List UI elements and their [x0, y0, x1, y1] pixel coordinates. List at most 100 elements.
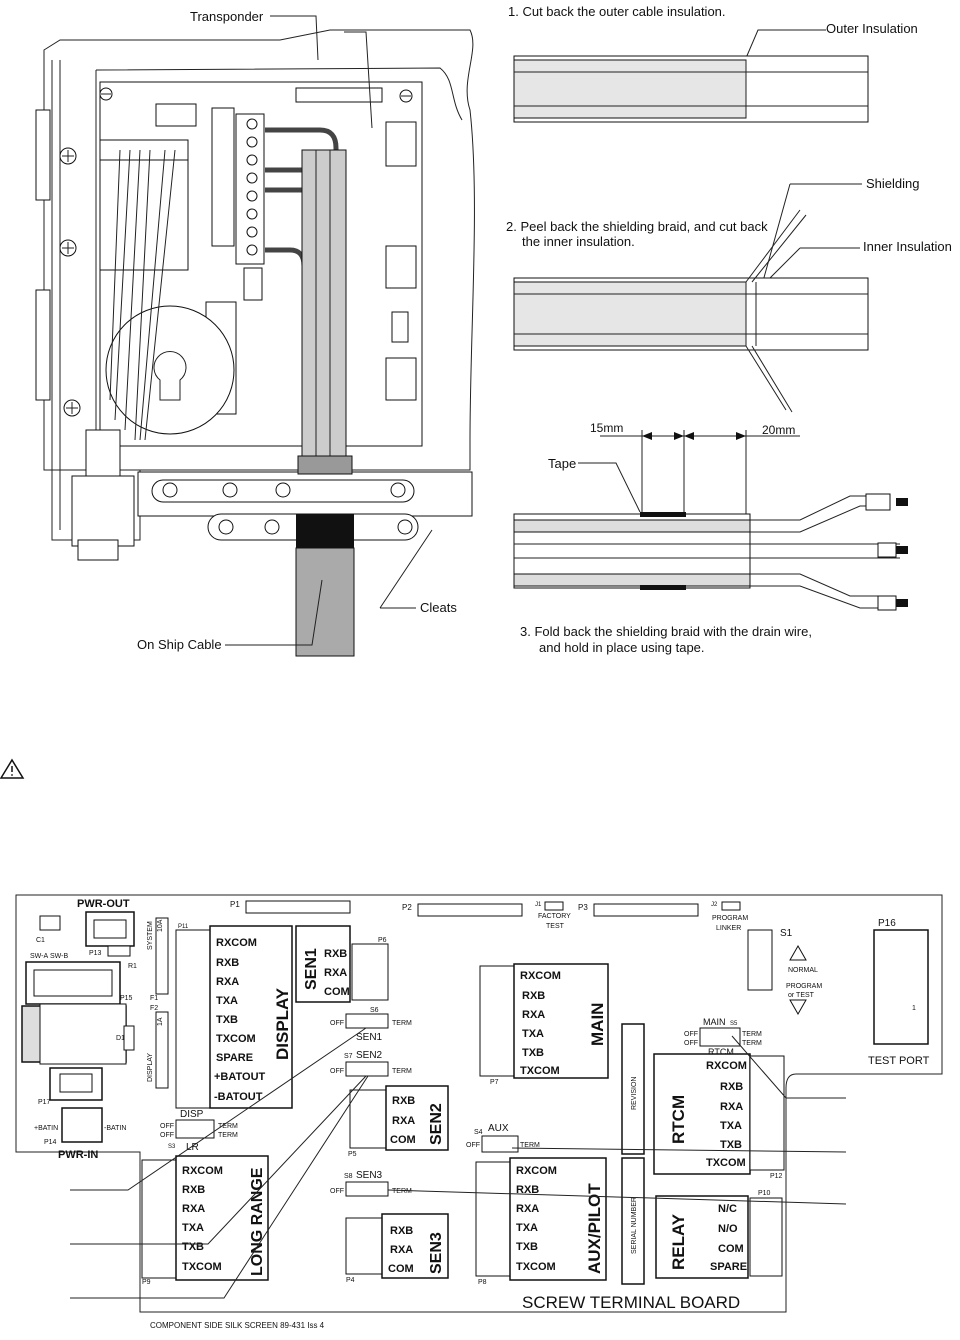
- svg-text:TXB: TXB: [522, 1047, 544, 1059]
- svg-text:RTCM: RTCM: [708, 1047, 734, 1057]
- svg-text:SPARE: SPARE: [216, 1052, 253, 1064]
- svg-text:RXA: RXA: [720, 1101, 743, 1113]
- svg-text:P3: P3: [578, 903, 588, 912]
- svg-text:TXA: TXA: [516, 1222, 538, 1234]
- svg-text:PROGRAM: PROGRAM: [712, 915, 748, 922]
- step2-line2: the inner insulation.: [522, 234, 635, 249]
- svg-text:P1: P1: [230, 900, 240, 909]
- svg-text:D1: D1: [116, 1035, 125, 1042]
- transponder-illustration: Transponder On Ship Cable Cleats: [35, 9, 475, 657]
- svg-text:RXB: RXB: [182, 1184, 205, 1196]
- svg-text:TXA: TXA: [182, 1222, 204, 1234]
- svg-text:OFF: OFF: [684, 1040, 698, 1047]
- svg-text:TXCOM: TXCOM: [182, 1261, 222, 1273]
- tape-label: Tape: [548, 456, 576, 471]
- pwr-out-label: PWR-OUT: [77, 898, 130, 910]
- dim-15mm: 15mm: [590, 421, 623, 435]
- svg-text:OFF: OFF: [684, 1031, 698, 1038]
- svg-text:P7: P7: [490, 1079, 499, 1086]
- aux-pilot-group-name: AUX/PILOT: [585, 1183, 604, 1274]
- svg-text:J2: J2: [711, 902, 718, 908]
- svg-text:TXA: TXA: [720, 1120, 742, 1132]
- svg-text:TERM: TERM: [742, 1031, 762, 1038]
- svg-text:RXA: RXA: [390, 1244, 413, 1256]
- svg-text:RXA: RXA: [516, 1203, 539, 1215]
- svg-text:TXB: TXB: [720, 1139, 742, 1151]
- on-ship-cable-label: On Ship Cable: [137, 637, 222, 652]
- svg-text:RXA: RXA: [216, 976, 239, 988]
- svg-text:S1: S1: [780, 928, 793, 939]
- outer-insulation-label: Outer Insulation: [826, 21, 918, 36]
- svg-text:RXA: RXA: [522, 1009, 545, 1021]
- svg-text:MAIN: MAIN: [703, 1017, 726, 1027]
- svg-text:C1: C1: [36, 937, 45, 944]
- svg-text:or TEST: or TEST: [788, 992, 815, 999]
- svg-text:TERM: TERM: [742, 1040, 762, 1047]
- svg-text:OFF: OFF: [330, 1068, 344, 1075]
- svg-text:-BATIN: -BATIN: [104, 1125, 126, 1132]
- svg-text:REVISION: REVISION: [631, 1077, 638, 1110]
- svg-text:LINKER: LINKER: [716, 925, 741, 932]
- svg-text:N/O: N/O: [718, 1223, 738, 1235]
- step3-line1: 3. Fold back the shielding braid with th…: [520, 624, 812, 639]
- screw-icon: [59, 87, 413, 417]
- svg-text:S3: S3: [168, 1144, 176, 1150]
- board-title: SCREW TERMINAL BOARD: [522, 1293, 740, 1312]
- svg-text:P5: P5: [348, 1151, 357, 1158]
- board-footer: COMPONENT SIDE SILK SCREEN 89-431 Iss 4: [150, 1321, 325, 1330]
- svg-text:OFF: OFF: [330, 1188, 344, 1195]
- svg-text:P10: P10: [758, 1190, 771, 1197]
- svg-text:RXA: RXA: [324, 967, 347, 979]
- svg-text:P9: P9: [142, 1279, 151, 1286]
- svg-text:P6: P6: [378, 937, 387, 944]
- test-port-label: TEST PORT: [868, 1055, 930, 1067]
- svg-text:RXCOM: RXCOM: [520, 970, 561, 982]
- long-range-group-name: LONG RANGE: [249, 1167, 266, 1276]
- svg-text:SEN1: SEN1: [356, 1032, 383, 1043]
- svg-text:TXB: TXB: [216, 1014, 238, 1026]
- svg-text:1A: 1A: [157, 1017, 164, 1026]
- svg-text:RXB: RXB: [390, 1225, 413, 1237]
- svg-text:RXB: RXB: [522, 990, 545, 1002]
- svg-text:F2: F2: [150, 1005, 158, 1012]
- relay-group-name: RELAY: [669, 1213, 688, 1270]
- svg-text:RXA: RXA: [392, 1115, 415, 1127]
- svg-text:PROGRAM: PROGRAM: [786, 983, 822, 990]
- svg-text:COM: COM: [324, 986, 350, 998]
- svg-text:P13: P13: [89, 950, 102, 957]
- svg-text:+BATIN: +BATIN: [34, 1125, 58, 1132]
- svg-text:P12: P12: [770, 1173, 783, 1180]
- svg-text:P14: P14: [44, 1139, 57, 1146]
- svg-text:S7: S7: [344, 1053, 353, 1060]
- svg-text:TXCOM: TXCOM: [516, 1261, 556, 1273]
- svg-text:TERM: TERM: [392, 1020, 412, 1027]
- svg-text:P2: P2: [402, 903, 412, 912]
- svg-text:SPARE: SPARE: [710, 1261, 747, 1273]
- svg-text:TERM: TERM: [218, 1132, 238, 1139]
- warning-icon: [0, 758, 25, 779]
- svg-text:SEN3: SEN3: [356, 1170, 383, 1181]
- svg-text:N/C: N/C: [718, 1203, 737, 1215]
- sen2-group-name: SEN2: [428, 1103, 445, 1145]
- svg-text:1: 1: [912, 1005, 916, 1012]
- svg-text:J1: J1: [535, 902, 542, 908]
- svg-text:P4: P4: [346, 1277, 355, 1284]
- svg-text:FACTORY: FACTORY: [538, 913, 571, 920]
- svg-text:DISPLAY: DISPLAY: [147, 1053, 154, 1082]
- svg-text:TERM: TERM: [392, 1188, 412, 1195]
- svg-text:COM: COM: [718, 1243, 744, 1255]
- svg-text:TXCOM: TXCOM: [520, 1065, 560, 1077]
- main-group-name: MAIN: [588, 1003, 607, 1046]
- svg-text:R1: R1: [128, 963, 137, 970]
- svg-text:S5: S5: [730, 1021, 738, 1027]
- svg-text:P17: P17: [38, 1099, 51, 1106]
- svg-text:OFF: OFF: [330, 1020, 344, 1027]
- svg-text:TERM: TERM: [392, 1068, 412, 1075]
- step1-text: 1. Cut back the outer cable insulation.: [508, 4, 726, 19]
- svg-text:SYSTEM: SYSTEM: [147, 921, 154, 950]
- terminal-screws: [246, 118, 258, 256]
- svg-text:TXCOM: TXCOM: [216, 1033, 256, 1045]
- svg-text:TXB: TXB: [516, 1241, 538, 1253]
- step2-line1: 2. Peel back the shielding braid, and cu…: [506, 219, 768, 234]
